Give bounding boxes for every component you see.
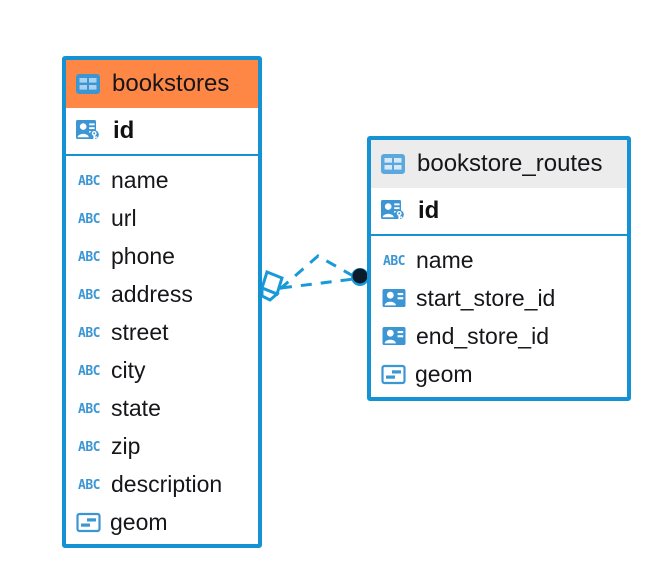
field-label-description: description: [111, 470, 223, 497]
abc-text-icon: ABC: [78, 477, 100, 493]
entity-bookstores[interactable]: bookstores id: [62, 56, 262, 548]
field-label-city: city: [111, 356, 146, 383]
table-icon: [75, 71, 101, 97]
field-row-end-store-id[interactable]: end_store_id: [371, 317, 627, 355]
field-label-zip: zip: [111, 432, 141, 459]
entity-bookstores-header[interactable]: bookstores: [66, 60, 258, 108]
field-row-street[interactable]: ABC street: [66, 313, 258, 351]
field-label-address: address: [111, 280, 193, 307]
field-label-state: state: [111, 394, 161, 421]
field-label-end-store-id: end_store_id: [416, 322, 549, 349]
entity-bookstore-routes[interactable]: bookstore_routes id: [367, 136, 631, 401]
entity-bookstores-field-list: ABC name ABC url ABC phone ABC address A…: [66, 156, 258, 541]
relationship-line-lower: [280, 277, 355, 290]
field-label-geom: geom: [110, 508, 168, 535]
field-row-state[interactable]: ABC state: [66, 389, 258, 427]
foreign-key-icon: [381, 323, 407, 349]
entity-bookstore-routes-title: bookstore_routes: [417, 150, 603, 177]
field-row-city[interactable]: ABC city: [66, 351, 258, 389]
field-row-geom[interactable]: geom: [66, 503, 258, 541]
field-row-zip[interactable]: ABC zip: [66, 427, 258, 465]
abc-text-icon: ABC: [78, 211, 100, 227]
field-label-pk-bookstores-id: id: [113, 117, 135, 144]
field-row-name[interactable]: ABC name: [66, 161, 258, 199]
entity-bookstores-title: bookstores: [112, 70, 230, 97]
abc-text-icon: ABC: [78, 325, 100, 341]
primary-key-icon: [75, 117, 103, 145]
abc-text-icon: ABC: [78, 173, 100, 189]
geometry-icon: [76, 510, 101, 535]
field-row-start-store-id[interactable]: start_store_id: [371, 279, 627, 317]
abc-text-icon: ABC: [78, 439, 100, 455]
entity-bookstore-routes-field-list: ABC name start_store_id: [371, 236, 627, 393]
field-label-start-store-id: start_store_id: [416, 284, 556, 311]
primary-key-icon: [380, 197, 408, 225]
field-row-phone[interactable]: ABC phone: [66, 237, 258, 275]
field-row-url[interactable]: ABC url: [66, 199, 258, 237]
field-row-geom[interactable]: geom: [371, 355, 627, 393]
field-label-street: street: [111, 318, 169, 345]
abc-text-icon: ABC: [78, 287, 100, 303]
abc-text-icon: ABC: [78, 363, 100, 379]
relationship-endpoint-diamond-icon: [260, 270, 284, 302]
geometry-icon: [381, 362, 406, 387]
field-row-description[interactable]: ABC description: [66, 465, 258, 503]
field-label-name: name: [111, 166, 169, 193]
field-label-url: url: [111, 204, 137, 231]
field-label-pk-bookstore-routes-id: id: [418, 197, 440, 224]
field-row-pk-bookstore-routes-id[interactable]: id: [371, 188, 627, 236]
field-label-geom: geom: [415, 360, 473, 387]
abc-text-icon: ABC: [383, 253, 405, 269]
abc-text-icon: ABC: [78, 401, 100, 417]
abc-text-icon: ABC: [78, 249, 100, 265]
relationship-line-upper: [279, 254, 356, 291]
entity-bookstore-routes-header[interactable]: bookstore_routes: [371, 140, 627, 188]
field-row-name[interactable]: ABC name: [371, 241, 627, 279]
field-row-address[interactable]: ABC address: [66, 275, 258, 313]
field-label-phone: phone: [111, 242, 175, 269]
field-row-pk-bookstores-id[interactable]: id: [66, 108, 258, 156]
field-label-name: name: [416, 246, 474, 273]
foreign-key-icon: [381, 285, 407, 311]
table-icon: [380, 151, 406, 177]
